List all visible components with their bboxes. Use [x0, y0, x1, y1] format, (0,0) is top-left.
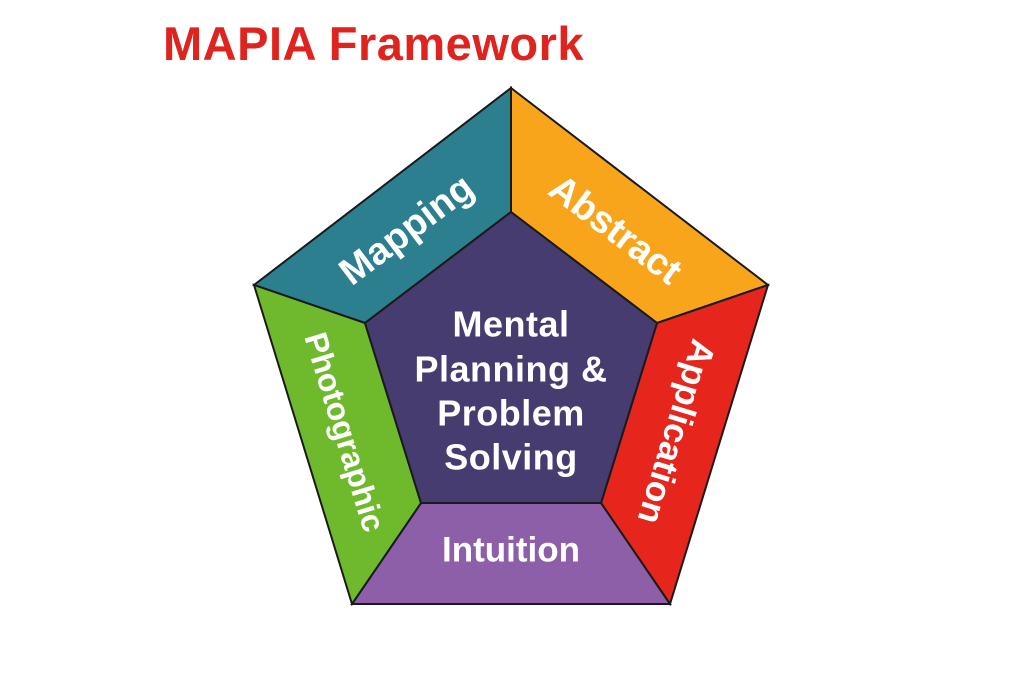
center-label-line-4: Solving: [444, 437, 578, 478]
center-pentagon: [363, 210, 659, 504]
pentagon-ring: [251, 85, 771, 607]
center-label-line-3: Problem: [437, 393, 585, 434]
center-label-line-1: Mental: [452, 304, 569, 345]
center-label-line-2: Planning &: [415, 349, 608, 390]
page-title: MAPIA Framework: [163, 17, 584, 70]
center-label: Mental Planning & Problem Solving: [415, 304, 608, 478]
segment-intuition-label: Intuition: [442, 530, 580, 569]
